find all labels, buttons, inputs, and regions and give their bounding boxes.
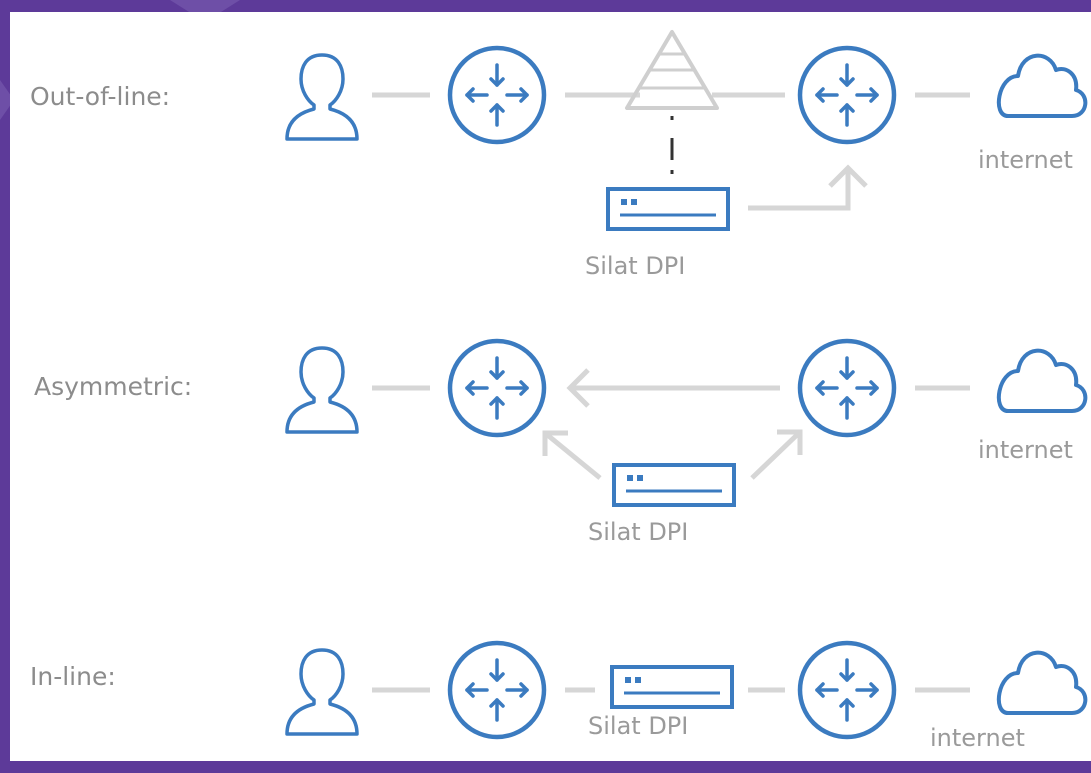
router-icon (800, 341, 894, 435)
router-icon (450, 341, 544, 435)
row-asymmetric (285, 341, 1088, 507)
router-icon (450, 643, 544, 737)
diagram-frame: Out-of-line: Silat DPI internet Asymmetr… (10, 12, 1091, 761)
connector-lines (372, 368, 970, 480)
cloud-caption: internet (978, 146, 1073, 174)
splitter-icon (625, 30, 719, 110)
dpi-caption: Silat DPI (588, 518, 689, 546)
row-in-line (285, 643, 1088, 737)
user-icon (285, 53, 359, 141)
connector-lines (372, 92, 970, 211)
cloud-icon (996, 650, 1088, 715)
router-icon (800, 48, 894, 142)
row-label-out-of-line: Out-of-line: (30, 82, 171, 111)
dpi-appliance-icon (612, 463, 736, 507)
dpi-appliance-icon (610, 665, 734, 709)
cloud-icon (996, 348, 1088, 413)
cloud-icon (996, 53, 1088, 118)
user-icon (285, 648, 359, 736)
user-icon (285, 346, 359, 434)
cloud-caption: internet (978, 436, 1073, 464)
network-topology-diagram (285, 30, 1088, 761)
cloud-caption: internet (930, 724, 1025, 752)
dpi-caption: Silat DPI (585, 252, 686, 280)
router-icon (450, 48, 544, 142)
router-icon (800, 643, 894, 737)
dpi-appliance-icon (606, 187, 730, 231)
dpi-caption: Silat DPI (588, 712, 689, 740)
row-label-asymmetric: Asymmetric: (34, 372, 193, 401)
row-label-in-line: In-line: (30, 662, 116, 691)
row-out-of-line (285, 30, 1088, 231)
